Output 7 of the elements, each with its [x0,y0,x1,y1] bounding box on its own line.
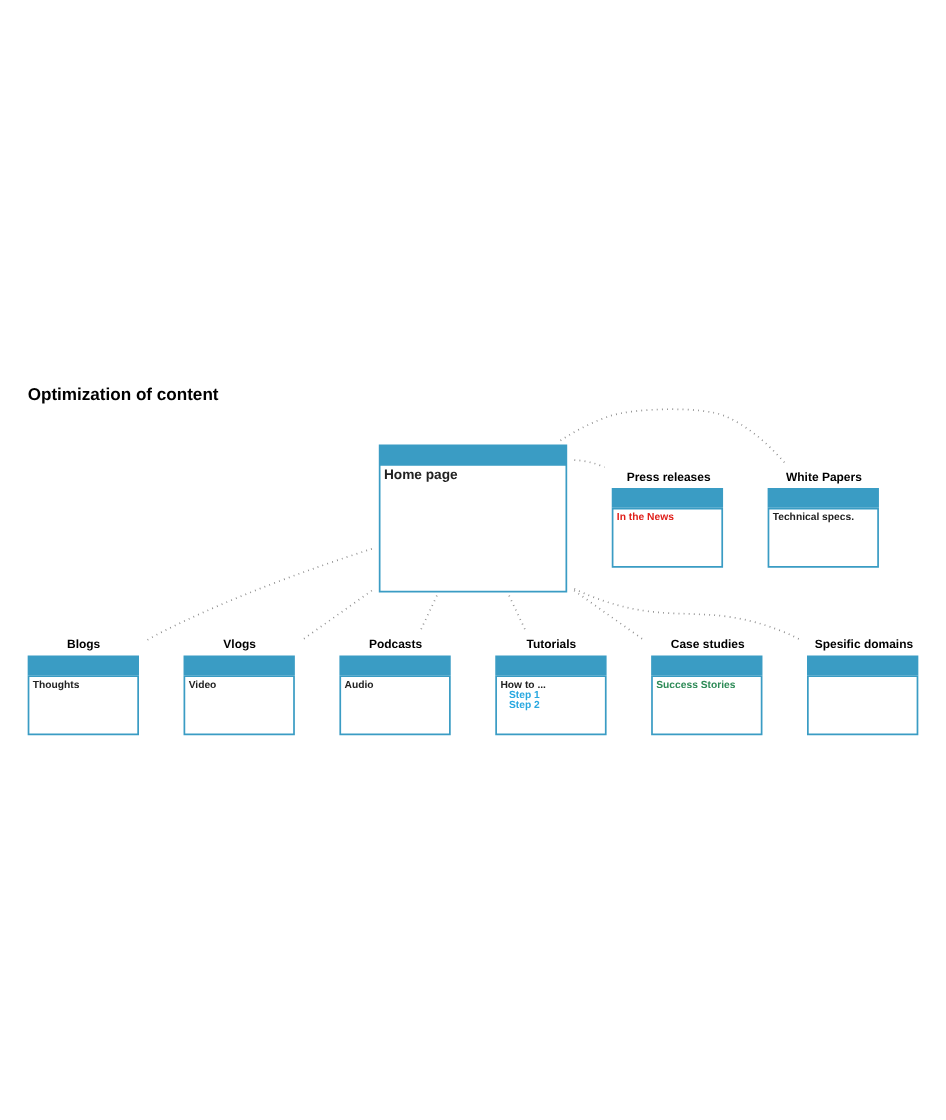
connector [145,547,373,641]
connector [573,458,606,468]
connector [300,588,373,641]
connector [559,407,788,465]
connector [573,588,646,641]
diagram-title: Optimization of content [27,382,219,403]
connector [573,586,801,640]
